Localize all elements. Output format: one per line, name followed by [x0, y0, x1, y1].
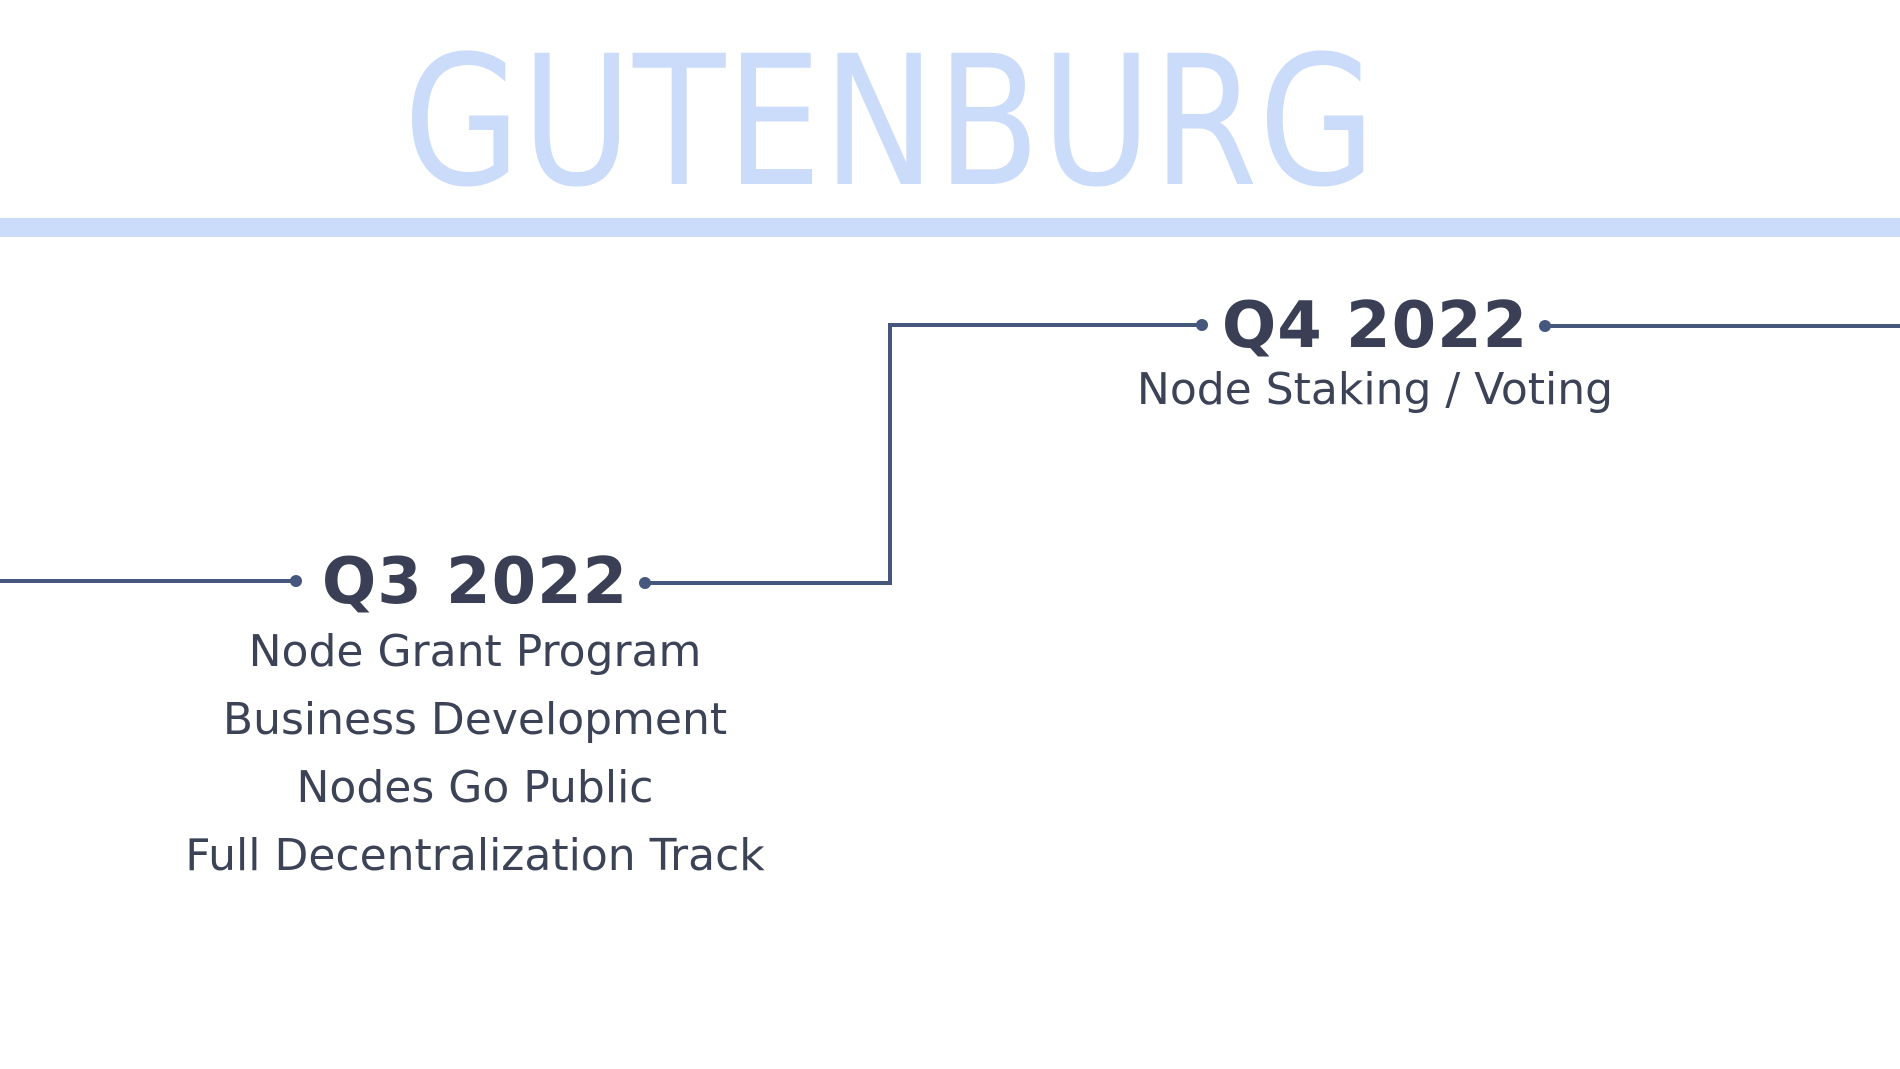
- milestone-q4-2022: Q4 2022 Node Staking / Voting: [1080, 290, 1670, 418]
- timeline-node-q4-left: [1196, 319, 1208, 331]
- milestone-item-list: Node Staking / Voting: [1080, 362, 1670, 418]
- milestone-item: Nodes Go Public: [296, 762, 654, 813]
- page-title: GUTENBURG: [403, 18, 1377, 227]
- milestone-q3-2022: Q3 2022 Node Grant Program Business Deve…: [105, 546, 845, 890]
- milestone-item: Business Development: [222, 694, 728, 745]
- milestone-date: Q3 2022: [321, 545, 629, 619]
- milestone-item-list: Node Grant Program Business Development …: [105, 618, 845, 890]
- timeline-step-line: [645, 323, 1202, 585]
- milestone-item: Node Grant Program: [248, 626, 702, 677]
- timeline-node-q3-left: [290, 575, 302, 587]
- milestone-date: Q4 2022: [1221, 289, 1529, 363]
- title-divider: [0, 218, 1900, 237]
- milestone-item: Full Decentralization Track: [185, 830, 765, 881]
- milestone-item: Node Staking / Voting: [1136, 364, 1614, 415]
